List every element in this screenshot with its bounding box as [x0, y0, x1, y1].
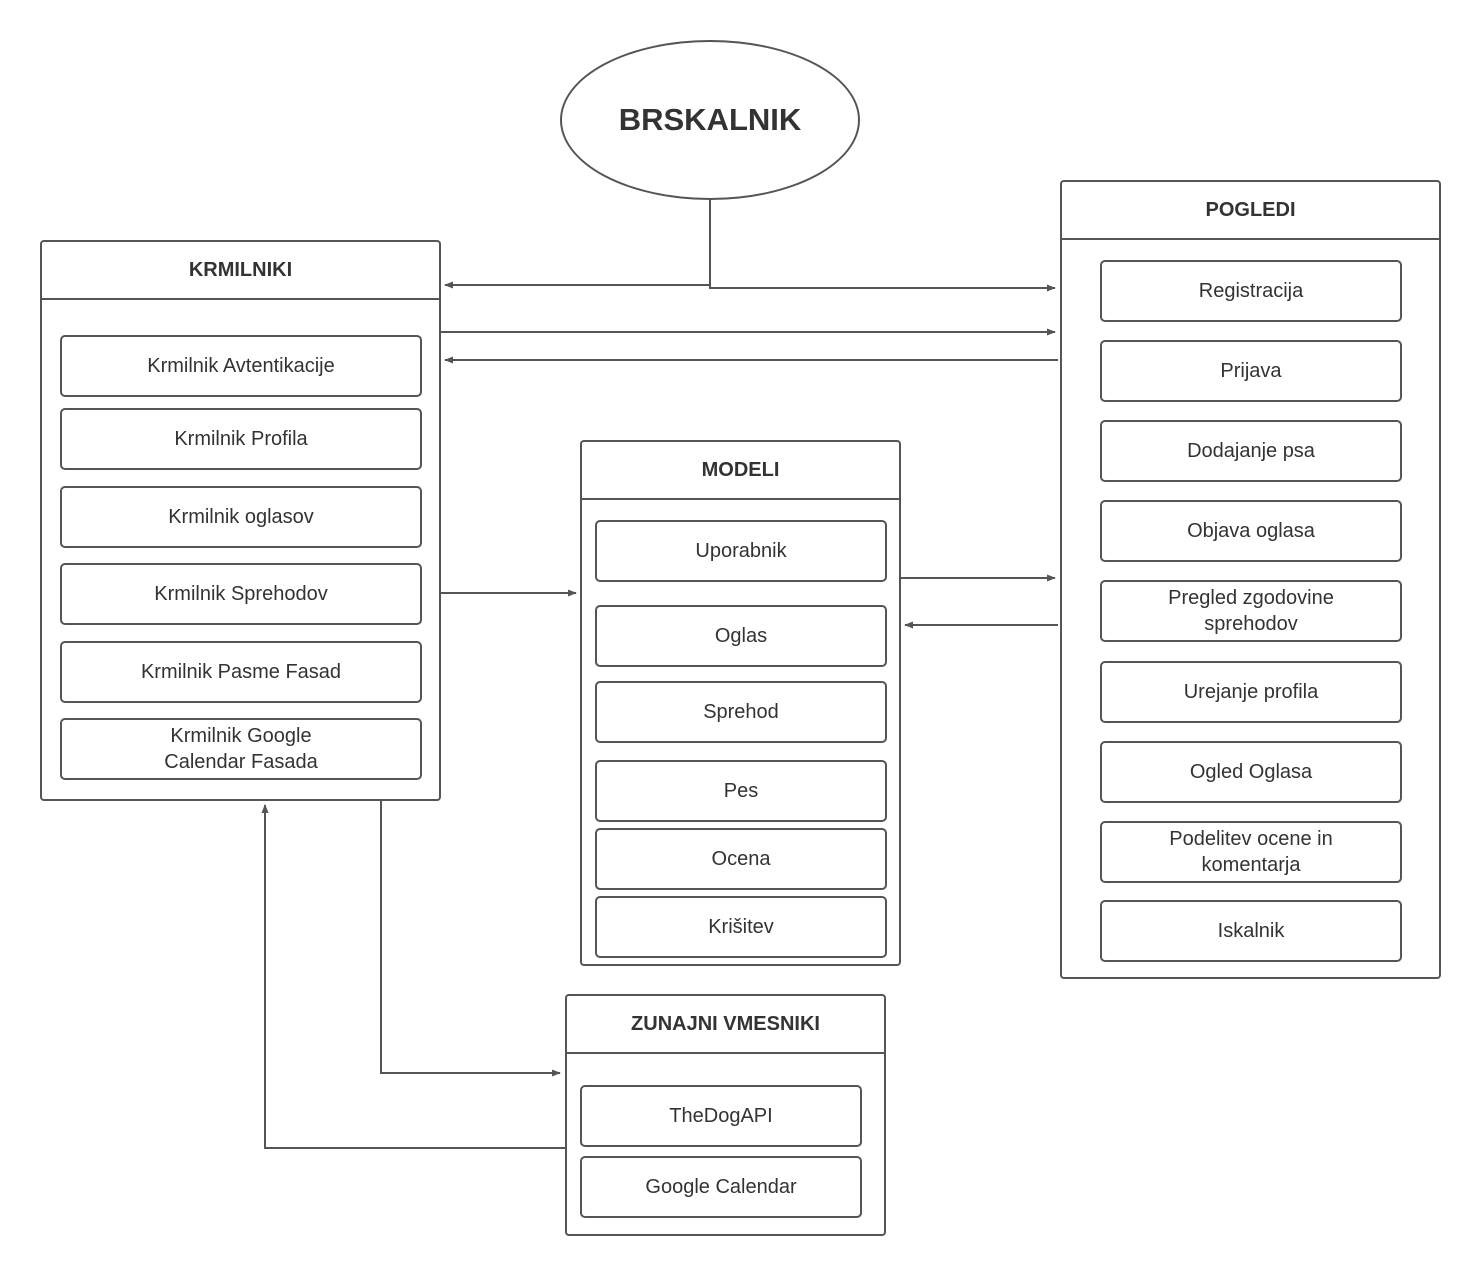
- zunanji-vmesniki-container: ZUNAJNI VMESNIKI TheDogAPI Google Calend…: [565, 994, 886, 1236]
- brskalnik-node: BRSKALNIK: [560, 40, 860, 200]
- krmilnik-oglasov-box: Krmilnik oglasov: [60, 486, 422, 548]
- krmilnik-pasme-fasad-box: Krmilnik Pasme Fasad: [60, 641, 422, 703]
- uporabnik-box: Uporabnik: [595, 520, 887, 582]
- registracija-box: Registracija: [1100, 260, 1402, 322]
- krisitev-box: Krišitev: [595, 896, 887, 958]
- pes-box: Pes: [595, 760, 887, 822]
- krmilnik-avtentikacije-box: Krmilnik Avtentikacije: [60, 335, 422, 397]
- edge-zunanji-to-krmilniki: [261, 804, 565, 1149]
- edge-brskalnik-to-krmilniki: [444, 200, 711, 289]
- pogledi-title: POGLEDI: [1062, 182, 1439, 240]
- objava-oglasa-box: Objava oglasa: [1100, 500, 1402, 562]
- sprehod-box: Sprehod: [595, 681, 887, 743]
- oglas-box: Oglas: [595, 605, 887, 667]
- ogled-oglasa-box: Ogled Oglasa: [1100, 741, 1402, 803]
- pregled-zgodovine-sprehodov-box: Pregled zgodovine sprehodov: [1100, 580, 1402, 642]
- prijava-box: Prijava: [1100, 340, 1402, 402]
- brskalnik-label: BRSKALNIK: [618, 102, 802, 137]
- pogledi-container: POGLEDI Registracija Prijava Dodajanje p…: [1060, 180, 1441, 979]
- urejanje-profila-box: Urejanje profila: [1100, 661, 1402, 723]
- modeli-title: MODELI: [582, 442, 899, 500]
- iskalnik-box: Iskalnik: [1100, 900, 1402, 962]
- krmilnik-sprehodov-box: Krmilnik Sprehodov: [60, 563, 422, 625]
- google-calendar-box: Google Calendar: [580, 1156, 862, 1218]
- modeli-container: MODELI Uporabnik Oglas Sprehod Pes Ocena…: [580, 440, 901, 966]
- dodajanje-psa-box: Dodajanje psa: [1100, 420, 1402, 482]
- edge-krmilniki-to-zunanji: [380, 801, 561, 1077]
- edge-brskalnik-to-pogledi: [709, 280, 1056, 292]
- ocena-box: Ocena: [595, 828, 887, 890]
- krmilniki-title: KRMILNIKI: [42, 242, 439, 300]
- krmilnik-profila-box: Krmilnik Profila: [60, 408, 422, 470]
- krmilnik-google-calendar-box: Krmilnik Google Calendar Fasada: [60, 718, 422, 780]
- podelitev-ocene-box: Podelitev ocene in komentarja: [1100, 821, 1402, 883]
- zunanji-vmesniki-title: ZUNAJNI VMESNIKI: [567, 996, 884, 1054]
- krmilniki-container: KRMILNIKI Krmilnik Avtentikacije Krmilni…: [40, 240, 441, 801]
- thedogapi-box: TheDogAPI: [580, 1085, 862, 1147]
